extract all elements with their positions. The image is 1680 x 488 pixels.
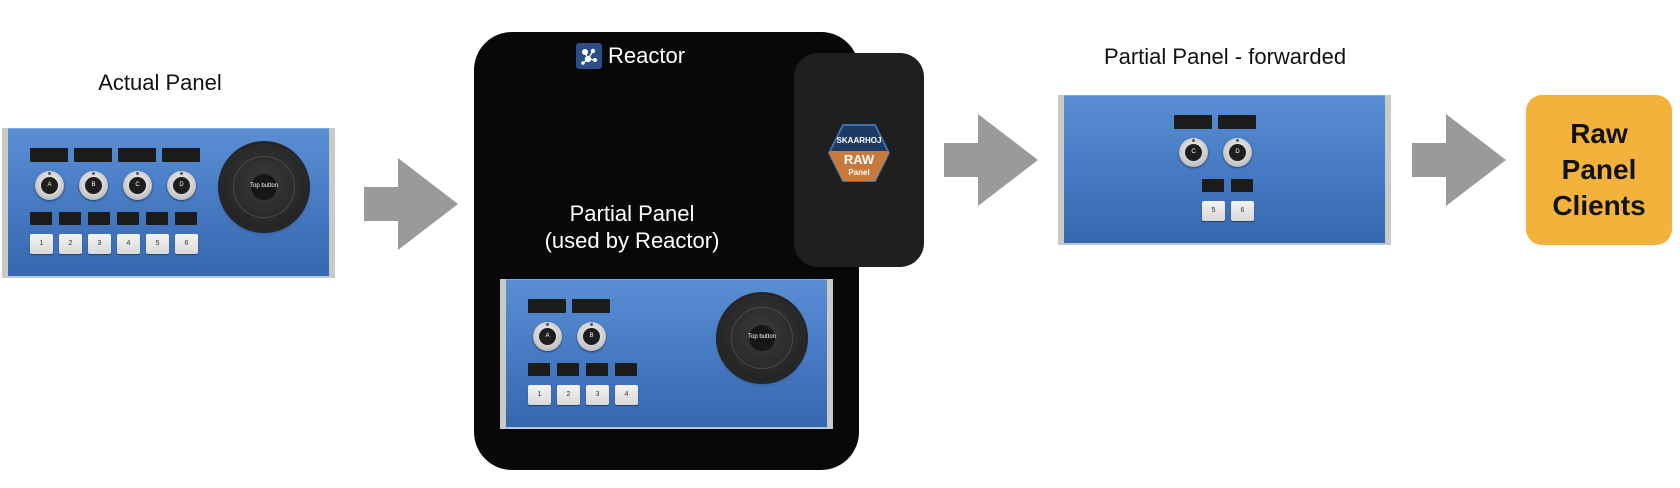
display bbox=[117, 212, 139, 225]
panel-button-2[interactable]: 2 bbox=[557, 385, 580, 405]
forwarded-caption: Partial Panel - forwarded bbox=[1103, 44, 1347, 69]
arrow-right-icon bbox=[944, 114, 1038, 206]
panel-button-6[interactable]: 6 bbox=[175, 234, 198, 254]
display bbox=[615, 363, 637, 376]
clients-label-line1: Raw bbox=[1570, 118, 1628, 149]
reactor-logo-icon bbox=[576, 43, 602, 69]
panel-button-5[interactable]: 5 bbox=[1202, 201, 1225, 221]
panel-button-4[interactable]: 4 bbox=[615, 385, 638, 405]
display bbox=[1218, 115, 1256, 129]
display bbox=[162, 148, 200, 162]
svg-text:Panel: Panel bbox=[848, 168, 869, 177]
raw-panel-clients-box: Raw Panel Clients bbox=[1526, 95, 1672, 245]
display bbox=[557, 363, 579, 376]
skaarhoj-raw-panel-logo: SKAARHOJ RAW Panel bbox=[827, 124, 891, 182]
jog-wheel[interactable]: Top button bbox=[719, 295, 805, 381]
jog-wheel[interactable]: Top button bbox=[221, 144, 307, 230]
actual-panel: A B C D 1 2 3 4 5 6 Top button bbox=[2, 128, 335, 278]
arrow-right-icon bbox=[1412, 114, 1506, 206]
arrow-right-icon bbox=[364, 158, 458, 250]
partial-panel-reactor: A B 1 2 3 4 Top button bbox=[500, 279, 833, 429]
panel-button-1[interactable]: 1 bbox=[528, 385, 551, 405]
raw-panel-box: SKAARHOJ RAW Panel bbox=[794, 53, 924, 267]
encoder-knob-d[interactable]: D bbox=[1223, 138, 1252, 167]
display bbox=[30, 212, 52, 225]
jog-top-button-label: Top button bbox=[747, 334, 777, 340]
reactor-header: Reactor bbox=[576, 42, 685, 70]
forwarded-partial-panel: C D 5 6 bbox=[1058, 95, 1391, 245]
display bbox=[572, 299, 610, 313]
encoder-knob-c[interactable]: C bbox=[1179, 138, 1208, 167]
display bbox=[175, 212, 197, 225]
display bbox=[1231, 179, 1253, 192]
encoder-knob-b[interactable]: B bbox=[577, 322, 606, 351]
panel-button-4[interactable]: 4 bbox=[117, 234, 140, 254]
display bbox=[528, 299, 566, 313]
panel-button-5[interactable]: 5 bbox=[146, 234, 169, 254]
display bbox=[118, 148, 156, 162]
svg-text:SKAARHOJ: SKAARHOJ bbox=[837, 136, 882, 145]
actual-panel-caption: Actual Panel bbox=[98, 70, 222, 95]
display bbox=[74, 148, 112, 162]
encoder-knob-c[interactable]: C bbox=[123, 171, 152, 200]
panel-button-3[interactable]: 3 bbox=[586, 385, 609, 405]
panel-button-3[interactable]: 3 bbox=[88, 234, 111, 254]
jog-top-button-label: Top button bbox=[249, 183, 279, 189]
display bbox=[586, 363, 608, 376]
display bbox=[1174, 115, 1212, 129]
panel-button-1[interactable]: 1 bbox=[30, 234, 53, 254]
display bbox=[59, 212, 81, 225]
panel-button-2[interactable]: 2 bbox=[59, 234, 82, 254]
display bbox=[1202, 179, 1224, 192]
display bbox=[30, 148, 68, 162]
display bbox=[146, 212, 168, 225]
clients-label-line3: Clients bbox=[1552, 190, 1646, 221]
svg-text:RAW: RAW bbox=[844, 152, 875, 167]
encoder-knob-a[interactable]: A bbox=[533, 322, 562, 351]
encoder-knob-a[interactable]: A bbox=[35, 171, 64, 200]
panel-button-6[interactable]: 6 bbox=[1231, 201, 1254, 221]
partial-panel-caption: Partial Panel (used by Reactor) bbox=[544, 201, 720, 253]
display bbox=[88, 212, 110, 225]
clients-label-line2: Panel bbox=[1561, 154, 1637, 185]
encoder-knob-b[interactable]: B bbox=[79, 171, 108, 200]
encoder-knob-d[interactable]: D bbox=[167, 171, 196, 200]
display bbox=[528, 363, 550, 376]
reactor-title: Reactor bbox=[608, 43, 686, 68]
